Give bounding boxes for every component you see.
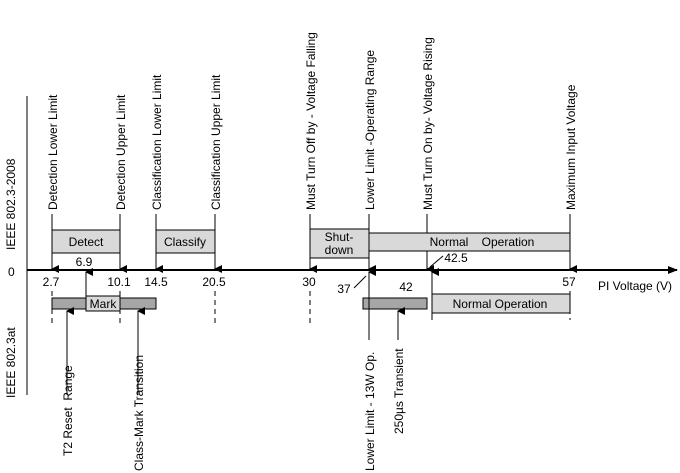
detect-region <box>51 229 121 254</box>
lower-limit-operating-label: Lower Limit -Operating Range <box>363 50 377 210</box>
tick-42-5: 42.5 <box>444 251 468 265</box>
detect-label: Detect <box>69 235 104 249</box>
maximum-input-label: Maximum Input Voltage <box>564 84 578 210</box>
normal-operation-upper-region <box>368 232 571 252</box>
classify-label: Classify <box>164 235 206 249</box>
leader-42-5 <box>429 255 444 268</box>
leader-37 <box>353 275 367 289</box>
lower-limit-13w-label: Lower Limit - 13W Op. <box>363 352 377 471</box>
t2-reset-label: T2 Reset Range <box>61 365 75 456</box>
class-mark-region <box>119 297 157 310</box>
axis-zero-label: 0 <box>8 265 15 279</box>
tick-42: 42 <box>399 280 413 294</box>
shutdown-label-line2: down <box>325 243 354 257</box>
standard-label-lower: IEEE 802.3at <box>4 327 18 398</box>
t2-reset-region <box>51 297 87 310</box>
must-turn-off-label: Must Turn Off by - Voltage Falling <box>304 32 318 210</box>
tick-30: 30 <box>302 275 316 289</box>
classification-lower-label: Classification Lower Limit <box>150 74 164 210</box>
standard-label-upper: IEEE 802.3-2008 <box>4 158 18 250</box>
normal-operation-lower-label: Normal Operation <box>453 297 548 311</box>
tick-6-9: 6.9 <box>76 255 93 269</box>
tick-20-5: 20.5 <box>202 275 226 289</box>
detection-lower-label: Detection Lower Limit <box>46 94 60 210</box>
tick-57: 57 <box>562 275 576 289</box>
shutdown-region <box>309 228 370 259</box>
classification-upper-label: Classification Upper Limit <box>209 74 223 210</box>
transient-region <box>362 297 428 310</box>
tick-37: 37 <box>337 282 351 296</box>
axis-title: PI Voltage (V) <box>598 279 672 293</box>
tick-2-7: 2.7 <box>43 275 60 289</box>
normal-operation-upper-label: Normal Operation <box>430 235 535 249</box>
tick-10-1: 10.1 <box>107 275 131 289</box>
detection-upper-label: Detection Upper Limit <box>114 94 128 210</box>
transient-label: 250µs Transient <box>392 348 406 434</box>
shutdown-label-line1: Shut- <box>325 230 354 244</box>
mark-label: Mark <box>90 297 118 311</box>
must-turn-on-label: Must Turn On by- Voltage Rising <box>421 37 435 210</box>
class-mark-label: Class-Mark Transition <box>132 355 146 471</box>
tick-14-5: 14.5 <box>144 275 168 289</box>
classify-region <box>155 229 216 254</box>
